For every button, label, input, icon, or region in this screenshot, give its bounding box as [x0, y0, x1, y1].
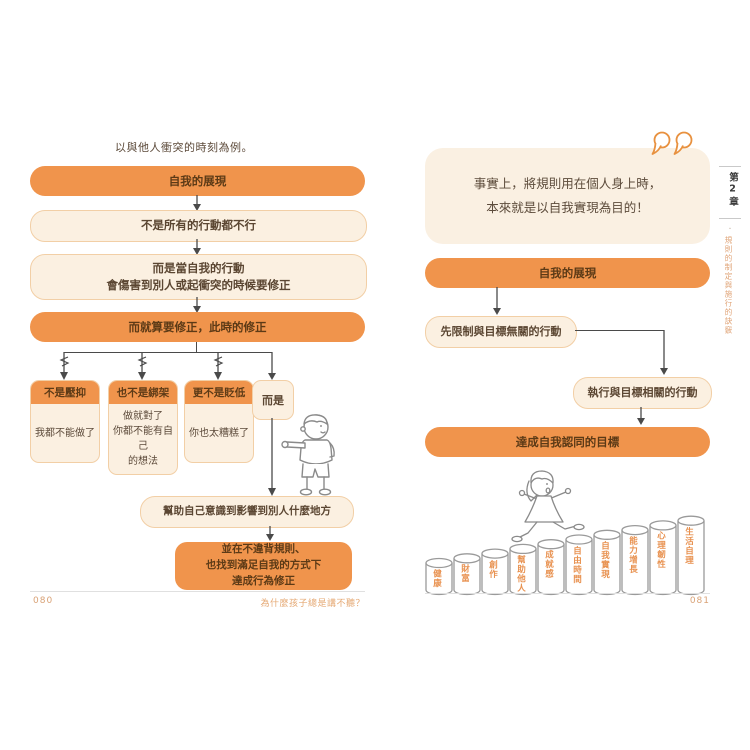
card-header: 更不是貶低: [185, 381, 253, 404]
card-not-suppression: 不是壓抑 我都不能做了: [30, 380, 100, 463]
left-page-caption: 以與他人衝突的時刻為例。: [115, 141, 253, 154]
pillar-label: 心理韌性: [655, 531, 666, 570]
pillar-label: 自由時間: [571, 545, 582, 584]
card-header: 不是壓抑: [31, 381, 99, 404]
girl-illustration: [511, 470, 585, 543]
arrow-down-icon: [268, 418, 276, 496]
flow-box-achieve-correction: 並在不違背規則、 也找到滿足自我的方式下 達成行為修正: [175, 542, 352, 590]
arrow-down-icon: [193, 195, 201, 211]
quote-box: 事實上，將規則用在個人身上時， 本來就是以自我實現為目的！: [425, 148, 710, 244]
arrow-down-icon: [268, 352, 276, 380]
arrow-down-icon: [193, 297, 201, 313]
pillar-label: 生活自理: [683, 526, 694, 565]
card-not-belittling: 更不是貶低 你也太糟糕了: [184, 380, 254, 463]
flow-box-self-expression-right: 自我的展現: [425, 258, 710, 288]
right-page-number: 081: [689, 596, 710, 606]
card-body: 你也太糟糕了: [189, 427, 249, 439]
pillar-label: 幫助他人: [515, 554, 526, 593]
broken-arrow-icon: [213, 352, 224, 380]
card-not-hijacking: 也不是綁架 做就對了 你都不能有自己 的想法: [108, 380, 178, 475]
arrow-down-icon: [660, 330, 668, 375]
card-header: 也不是綁架: [109, 381, 177, 404]
chapter-number: 第2章: [727, 172, 738, 208]
connector-line: [575, 330, 664, 332]
chapter-sidebar: 第2章 ・ 規則的制定與施行的訣竅: [714, 160, 748, 340]
boy-illustration: [281, 414, 335, 496]
pillar-label: 成就感: [543, 550, 554, 579]
flow-box-limit-unrelated: 先限制與目標無關的行動: [425, 316, 577, 348]
pillars: [425, 515, 705, 596]
sidebar-rule: [719, 166, 741, 167]
sidebar-rule: [719, 218, 741, 219]
card-body: 做就對了 你都不能有自己 的想法: [113, 411, 173, 467]
flow-box-not-all-actions: 不是所有的行動都不行: [30, 210, 367, 242]
flow-box-help-awareness: 幫助自己意識到影響到別人什麼地方: [140, 496, 354, 528]
goal-steps-illustration: 健康財富創作 幫助他人 成就感 自由時間 自我實現 能力增長 心理韌性 生活自理: [425, 465, 710, 598]
left-footer-rule: [30, 591, 365, 592]
arrow-down-icon: [193, 239, 201, 255]
flow-box-self-expression: 自我的展現: [30, 166, 365, 196]
pillar-label: 健康: [431, 569, 442, 588]
arrow-down-icon: [266, 526, 274, 541]
pillars-and-girl-drawing: [425, 470, 705, 596]
pillar-label: 財富: [459, 564, 470, 584]
broken-arrow-icon: [137, 352, 148, 380]
card-body: 我都不能做了: [35, 427, 95, 439]
flow-box-execute-related: 執行與目標相關的行動: [573, 377, 712, 409]
arrow-down-icon: [637, 407, 645, 425]
flow-box-instead: 而是: [252, 380, 294, 420]
pillar-label: 能力增長: [627, 536, 638, 575]
left-page-number: 080: [33, 596, 54, 606]
flow-box-achieve-goal: 達成自我認同的目標: [425, 427, 710, 457]
connector-line: [64, 352, 272, 354]
chapter-title: 規則的制定與施行的訣竅: [724, 236, 733, 335]
pillar-label: 創作: [487, 559, 498, 579]
right-footer-rule: [425, 593, 710, 594]
left-flowchart: 自我的展現 不是所有的行動都不行 而是當自我的行動 會傷害到別人或起衝突的時候要…: [30, 166, 367, 598]
quote-marks-icon: [651, 131, 693, 155]
sidebar-dot: ・: [727, 226, 734, 233]
flow-box-correct-when-hurting: 而是當自我的行動 會傷害到別人或起衝突的時候要修正: [30, 254, 367, 300]
arrow-down-icon: [493, 287, 501, 315]
right-flowchart: 事實上，將規則用在個人身上時， 本來就是以自我實現為目的！ 自我的展現 先限制與…: [425, 120, 712, 600]
flow-box-even-if-correcting: 而就算要修正，此時的修正: [30, 312, 365, 342]
pillar-label: 自我實現: [599, 540, 610, 579]
broken-arrow-icon: [59, 352, 70, 380]
connector-line: [196, 342, 198, 353]
running-title: 為什麼孩子總是講不聽？: [260, 599, 365, 609]
